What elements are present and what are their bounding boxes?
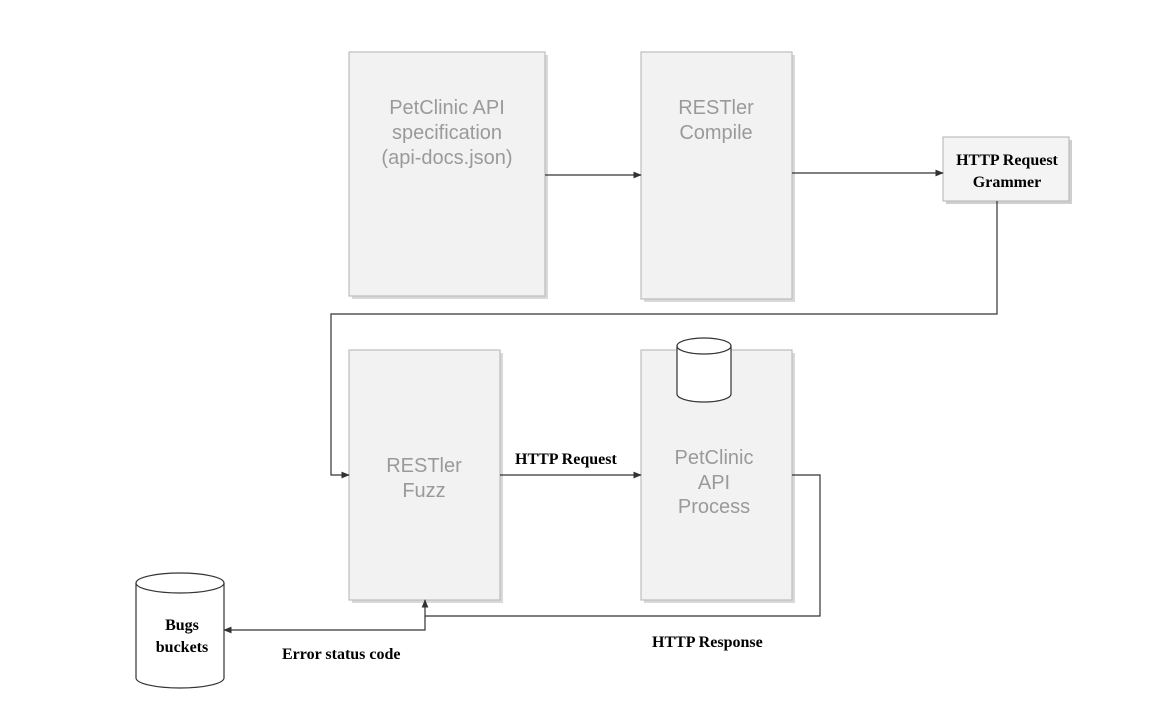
- api-spec-label-line2: specification: [392, 122, 502, 144]
- database-icon: [676, 337, 732, 403]
- error-status-code-label: Error status code: [282, 646, 401, 663]
- http-request-grammar-box: HTTP Request Grammer: [942, 136, 1072, 204]
- edge-fuzz-to-bugs: [223, 616, 426, 634]
- restler-fuzz-label-line2: Fuzz: [402, 480, 445, 502]
- restler-compile-box: RESTler Compile: [640, 51, 795, 302]
- bugs-label-line2: buckets: [156, 639, 208, 656]
- http-response-label: HTTP Response: [652, 634, 763, 651]
- edge-process-response: [421, 474, 821, 617]
- api-spec-label-line3: (api-docs.json): [381, 147, 512, 169]
- http-request-label: HTTP Request: [515, 451, 617, 468]
- restler-fuzz-box: RESTler Fuzz: [348, 349, 503, 603]
- restler-compile-label-line2: Compile: [679, 122, 752, 144]
- api-spec-label-line1: PetClinic API: [389, 97, 505, 119]
- process-label-line3: Process: [678, 496, 750, 518]
- bugs-buckets-cylinder: Bugs buckets: [135, 572, 225, 689]
- restler-compile-label-line1: RESTler: [678, 97, 754, 119]
- process-label-line2: API: [698, 472, 730, 494]
- api-spec-box: PetClinic API specification (api-docs.js…: [348, 51, 548, 299]
- process-label-line1: PetClinic: [675, 447, 754, 469]
- bugs-label-line1: Bugs: [165, 617, 199, 634]
- grammar-label-line2: Grammer: [973, 174, 1041, 191]
- restler-fuzz-label-line1: RESTler: [386, 455, 462, 477]
- grammar-label-line1: HTTP Request: [956, 152, 1058, 169]
- edge-grammar-to-fuzz: [330, 201, 998, 479]
